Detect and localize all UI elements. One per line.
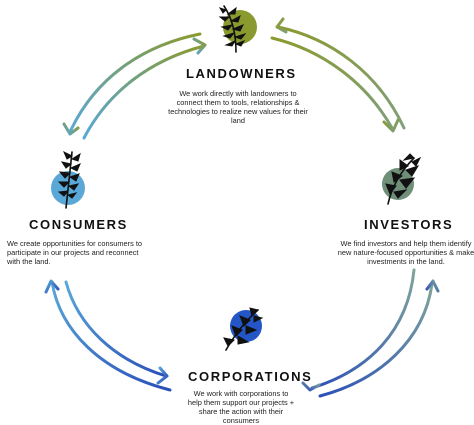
consumers-desc-line-2: participate in our projects and reconnec… [7,248,139,257]
investors-desc-line-2: new nature-focused opportunities & make [337,248,474,257]
corporations-desc-line-3: share the action with their [198,407,284,416]
corporations-icon-group [223,307,264,351]
consumers-title: CONSUMERS [29,217,128,232]
consumers-desc-line-3: with the land. [7,257,51,266]
corporations-desc-line-2: help them support our projects + [187,398,295,407]
landowners-desc-line-3: technologies to realize new values for t… [168,107,308,116]
consumers-description: We create opportunities for consumers to… [7,239,157,266]
landowners-desc-line-1: We work directly with landowners to [179,89,297,98]
consumers-desc-line-1: We create opportunities for consumers to [7,239,143,248]
landowners-desc-line-4: land [231,116,245,125]
monstera-leaf-icon [223,307,264,351]
fern-leaf-icon [218,5,247,53]
corporations-desc-line-1: We work with corporations to [193,389,289,398]
investors-desc-line-1: We find investors and help them identify [340,239,472,248]
arrow-corporations-to-consumers [44,279,172,392]
investors-title: INVESTORS [364,217,454,232]
landowners-description: We work directly with landowners to conn… [163,89,313,125]
landowners-title: LANDOWNERS [186,66,297,81]
consumers-icon-group [51,150,85,209]
investors-icon-group [382,153,422,205]
arrow-investors-to-corporations [301,268,440,398]
corporations-title: CORPORATIONS [188,369,313,384]
arrow-landowners-to-investors [270,17,406,133]
landowners-icon-group [218,5,257,53]
arrow-consumers-to-landowners [62,32,207,140]
investors-description: We find investors and help them identify… [332,239,474,266]
corporations-description: We work with corporations to help them s… [176,389,306,425]
landowners-desc-line-2: connect them to tools, relationships & [176,98,300,107]
fern-leaf-icon [57,150,81,209]
investors-desc-line-3: investments in the land. [367,257,445,266]
corporations-desc-line-4: consumers [222,416,260,425]
palm-leaf-icon [385,153,422,205]
